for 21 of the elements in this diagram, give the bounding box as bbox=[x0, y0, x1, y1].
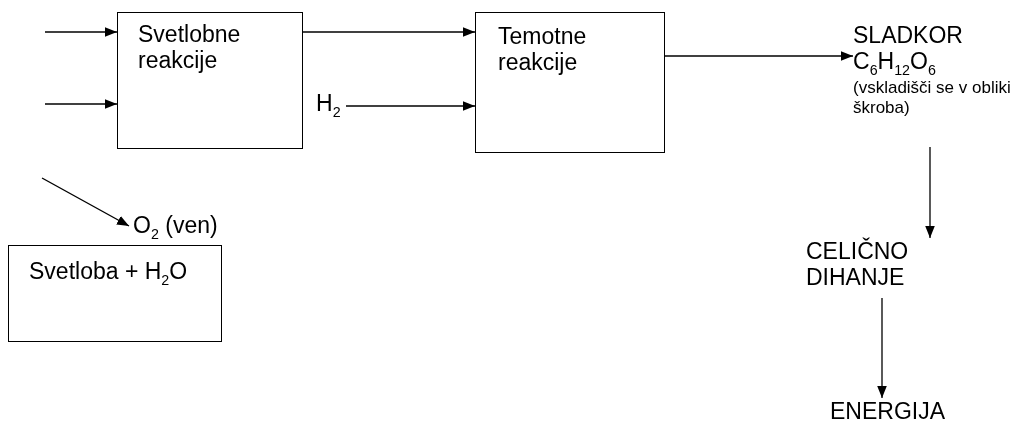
label-text: Svetloba + H$_{2}$O bbox=[29, 258, 189, 288]
arrow bbox=[664, 51, 854, 61]
arrow bbox=[41, 177, 130, 227]
arrow bbox=[345, 101, 476, 111]
arrow bbox=[44, 99, 118, 109]
arrow bbox=[44, 27, 118, 37]
note-text: (vskladišči se v obliki škroba) bbox=[853, 78, 1012, 118]
label-text: ENERGIJA bbox=[830, 398, 947, 425]
label-text: C$_{6}$H$_{12}$O$_{6}$ bbox=[853, 48, 937, 79]
label-text: Svetlobne reakcije bbox=[138, 21, 242, 74]
process-box bbox=[475, 12, 665, 153]
process-box bbox=[8, 245, 222, 342]
label-text: H$_{2}$ bbox=[316, 90, 342, 120]
label-text: SLADKOR bbox=[853, 22, 964, 49]
arrow bbox=[302, 27, 476, 37]
label-text: CELIČNO DIHANJE bbox=[806, 238, 910, 291]
label-text: Temotne reakcije bbox=[498, 23, 588, 76]
label-text: O$_{2}$ (ven) bbox=[133, 212, 219, 242]
process-box bbox=[117, 12, 303, 149]
arrow bbox=[877, 297, 887, 399]
arrow bbox=[925, 146, 935, 239]
